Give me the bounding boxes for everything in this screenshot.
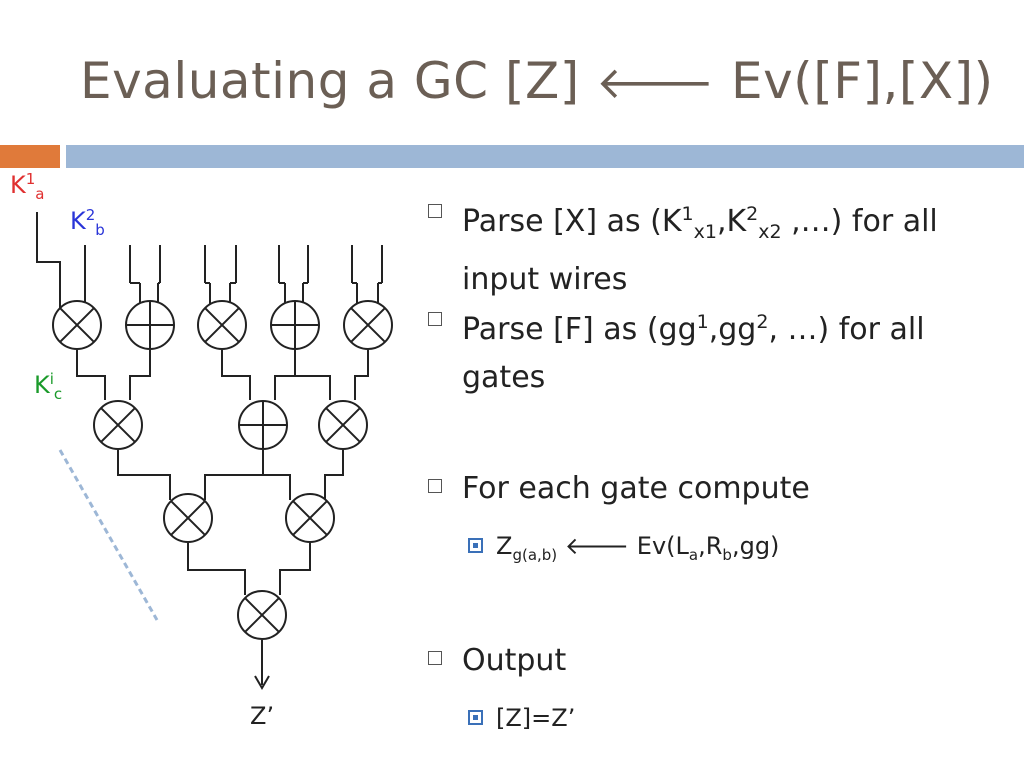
sub-bullet-output: [Z]=Z’ [468, 700, 575, 736]
bullet-square-icon [428, 204, 442, 218]
key-c-sub: c [53, 384, 63, 403]
dashed-indicator [58, 449, 159, 621]
and-gate-icon [285, 493, 335, 543]
parse-f-mid: ,gg [708, 312, 757, 347]
bullet-parse-f-line1: Parse [F] as (gg1,gg2, …) for all [462, 298, 925, 354]
key-a-sup: 1 [25, 170, 36, 188]
bullet-square-icon [428, 651, 442, 665]
xor-gate-icon [238, 400, 288, 450]
sub-bullet-zg: Zg(a,b) 🡐 Ev(La,Rb,gg) [468, 528, 779, 573]
parse-x-sub2: x2 [758, 221, 782, 243]
zg-lsub: a [688, 545, 699, 564]
accent-bar-orange [0, 145, 60, 168]
bullet-parse-f: Parse [F] as (gg1,gg2, …) for all gates [420, 298, 925, 402]
xor-gate-icon [270, 300, 320, 350]
parse-x-mid: ,K [716, 204, 747, 239]
parse-x-post: ,…) for all [781, 204, 938, 239]
gates [52, 300, 393, 640]
xor-gate-icon [125, 300, 175, 350]
bullet-square-icon [428, 312, 442, 326]
zg-formula: Zg(a,b) 🡐 Ev(La,Rb,gg) [496, 528, 779, 573]
input-wires [84, 245, 383, 310]
key-a-base: K [10, 171, 26, 199]
and-gate-icon [318, 400, 368, 450]
and-gate-icon [237, 590, 287, 640]
zg-commar: ,R [698, 532, 723, 560]
key-label-a: K1a [10, 170, 45, 203]
output-sub-text: [Z]=Z’ [496, 704, 576, 732]
bullet-parse-x: Parse [X] as (K1x1,K2x2 ,…) for all inpu… [420, 190, 938, 304]
zg-post: ,gg) [731, 532, 780, 560]
and-gate-icon [163, 493, 213, 543]
circuit-diagram [36, 212, 393, 690]
zg-z: Z [496, 532, 513, 560]
parse-f-sup1: 1 [696, 311, 709, 333]
left-arrow-icon: 🡐 [596, 58, 715, 109]
key-b-base: K [70, 207, 86, 235]
key-b-sup: 2 [85, 206, 96, 224]
left-arrow-icon: 🡐 [557, 532, 637, 560]
bullet-each-gate: For each gate compute [420, 465, 810, 513]
output-label: Z’ [250, 702, 275, 730]
wire-key-a [36, 212, 61, 310]
zg-ev: Ev(L [636, 532, 689, 560]
parse-x-sup1: 1 [681, 203, 694, 225]
accent-bar-blue [66, 145, 1024, 168]
parse-f-post: , …) for all [768, 312, 925, 347]
key-a-sub: a [35, 184, 45, 203]
key-c-base: K [34, 371, 50, 399]
and-gate-icon [343, 300, 393, 350]
each-gate-text: For each gate compute [462, 471, 810, 506]
bullet-parse-x-line1: Parse [X] as (K1x1,K2x2 ,…) for all [462, 190, 938, 256]
bullet-output: Output [420, 637, 566, 685]
parse-x-sup2: 2 [746, 203, 759, 225]
and-gate-icon [93, 400, 143, 450]
parse-f-sup2: 2 [756, 311, 769, 333]
parse-x-line2: input wires [462, 262, 628, 297]
and-gate-icon [197, 300, 247, 350]
wires-row3-row4 [187, 543, 311, 595]
sub-bullet-square-icon [468, 710, 483, 725]
zg-rsub: b [722, 545, 732, 564]
wires-row1-row2 [76, 350, 369, 400]
parse-f-line2: gates [462, 360, 546, 395]
parse-f-pre: Parse [F] as (gg [462, 312, 697, 347]
bullet-square-icon [428, 479, 442, 493]
wires-row2-row3 [117, 450, 344, 500]
parse-x-pre: Parse [X] as (K [462, 204, 682, 239]
key-label-c: Kic [34, 370, 62, 403]
key-label-b: K2b [70, 206, 105, 239]
sub-bullet-square-icon [468, 538, 483, 553]
slide-title: Evaluating a GC [Z] 🡐 Ev([F],[X]) [80, 52, 994, 110]
title-rest: Ev([F],[X]) [714, 52, 994, 110]
parse-x-sub1: x1 [693, 221, 717, 243]
and-gate-icon [52, 300, 102, 350]
down-arrow-icon [254, 675, 270, 690]
output-text: Output [462, 643, 567, 678]
key-c-sup: i [49, 370, 54, 388]
title-text: Evaluating a GC [Z] [80, 52, 597, 110]
zg-zsub: g(a,b) [512, 545, 558, 564]
key-b-sub: b [95, 220, 105, 239]
